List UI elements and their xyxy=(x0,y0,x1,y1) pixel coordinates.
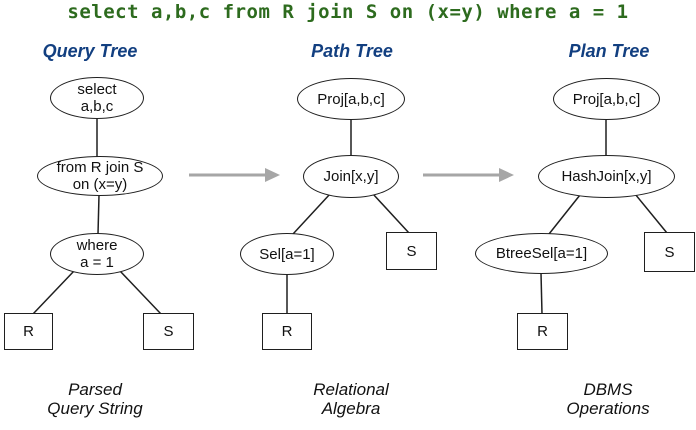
plan-tree-relation-s: S xyxy=(644,232,695,272)
heading-plan-tree: Plan Tree xyxy=(568,41,650,61)
right-arrow-icon xyxy=(189,168,280,182)
path-tree-relation-r: R xyxy=(262,313,312,350)
right-arrow-icon xyxy=(423,168,514,182)
query-tree-select-node: select a,b,c xyxy=(50,77,144,119)
query-tree-from-node: from R join S on (x=y) xyxy=(37,156,163,196)
path-tree-proj-node: Proj[a,b,c] xyxy=(297,78,405,120)
plan-tree-proj-node: Proj[a,b,c] xyxy=(553,78,660,120)
path-tree-join-node: Join[x,y] xyxy=(303,155,399,198)
caption-parsed-query-string: Parsed Query String xyxy=(47,380,143,418)
heading-path-tree: Path Tree xyxy=(311,41,393,61)
heading-query-tree: Query Tree xyxy=(42,41,138,61)
sql-query-title: select a,b,c from R join S on (x=y) wher… xyxy=(67,1,629,23)
plan-tree-hashjoin-node: HashJoin[x,y] xyxy=(538,155,675,198)
query-tree-edges xyxy=(32,119,162,315)
query-tree-relation-s: S xyxy=(143,313,194,350)
caption-dbms-operations: DBMS Operations xyxy=(566,380,650,418)
caption-relational-algebra: Relational Algebra xyxy=(313,380,389,418)
query-tree-where-node: where a = 1 xyxy=(50,233,144,275)
plan-tree-edges xyxy=(540,120,668,315)
plan-tree-relation-r: R xyxy=(517,313,568,350)
query-tree-relation-r: R xyxy=(4,313,53,350)
plan-tree-btreesel-node: BtreeSel[a=1] xyxy=(475,233,608,274)
path-tree-edges xyxy=(286,120,410,314)
path-tree-sel-node: Sel[a=1] xyxy=(240,233,334,275)
path-tree-relation-s: S xyxy=(386,232,437,270)
